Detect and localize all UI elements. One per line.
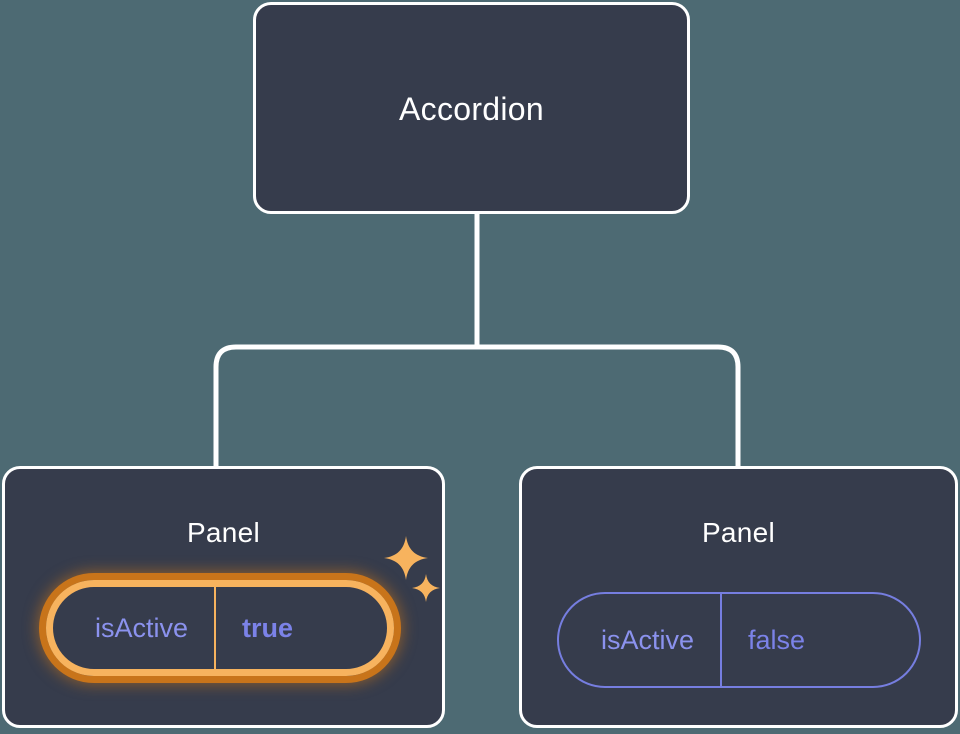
- node-accordion[interactable]: Accordion: [253, 2, 690, 214]
- prop-value-label: false: [720, 594, 847, 686]
- node-accordion-label: Accordion: [399, 91, 544, 127]
- prop-pill-isactive-true[interactable]: isActive true: [46, 580, 394, 676]
- prop-value-label: true: [214, 587, 335, 669]
- prop-key-label: isActive: [601, 624, 695, 655]
- prop-pill-isactive-false[interactable]: isActive false: [557, 592, 921, 688]
- prop-key-label: isActive: [95, 612, 189, 643]
- node-panel-active-label: Panel: [186, 517, 261, 548]
- connector-branch-left: [213, 344, 477, 468]
- connector-branch-right: [477, 344, 741, 468]
- node-panel-inactive-label: Panel: [701, 517, 776, 548]
